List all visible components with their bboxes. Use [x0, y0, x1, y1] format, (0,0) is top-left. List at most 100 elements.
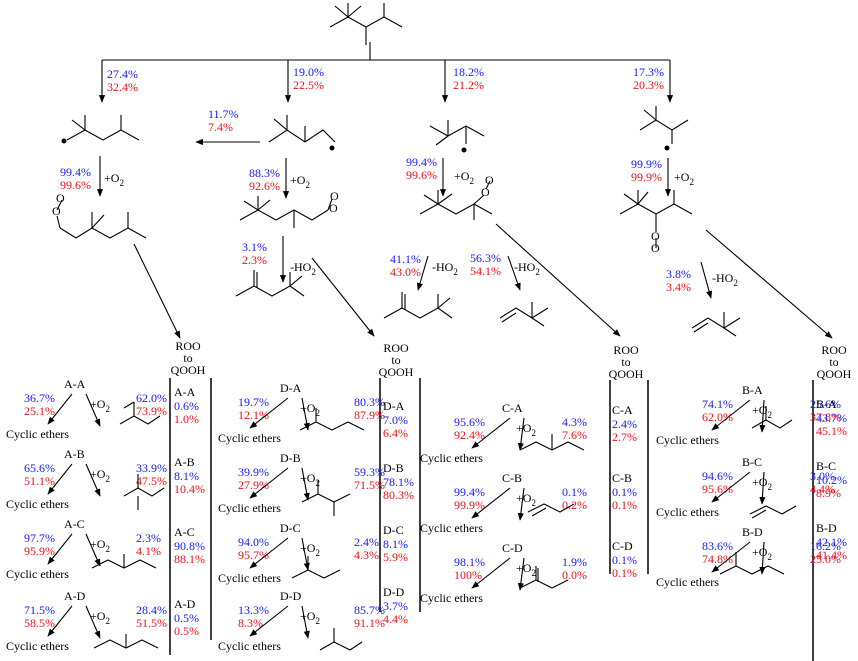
qooh-table-name: A-D — [174, 597, 196, 611]
cyclic-ether-arrow — [711, 471, 751, 503]
cyclic-ethers-label: Cyclic ethers — [420, 521, 483, 535]
cyclic-ether-branch-red: 27.9% — [238, 478, 269, 492]
qooh-table-value-blue: 8.1% — [174, 469, 199, 483]
o2-addition-label: +O2 — [752, 545, 772, 562]
cyclic-ether-arrow — [711, 399, 751, 431]
o2-addition-branch-blue: 59.3% — [354, 465, 385, 479]
svg-text:QOOH: QOOH — [609, 367, 644, 381]
qooh-table-value-red: 0.1% — [612, 566, 637, 580]
svg-text:11.7%: 11.7% — [208, 107, 239, 121]
svg-text:to: to — [621, 355, 630, 369]
qooh-table-name: D-D — [383, 585, 405, 599]
svg-text:27.4%: 27.4% — [107, 67, 138, 81]
reaction-path-name: B-A — [742, 383, 763, 397]
reaction-path-name: C-A — [502, 401, 523, 415]
svg-text:O: O — [651, 241, 660, 255]
cyclic-ether-arrow — [249, 397, 289, 429]
o2-addition-arrow — [517, 417, 525, 451]
cyclic-ether-branch-red: 95.9% — [24, 544, 55, 558]
cyclic-ether-branch-blue: 19.7% — [238, 395, 269, 409]
product-sketches — [91, 401, 797, 651]
reaction-path-name: D-D — [280, 589, 302, 603]
cyclic-ethers-label: Cyclic ethers — [6, 639, 69, 653]
cyclic-ether-arrow — [249, 537, 289, 569]
reaction-path-name: C-D — [502, 541, 523, 555]
o2-addition-label: +O2 — [90, 467, 110, 484]
svg-text:92.6%: 92.6% — [249, 179, 280, 193]
cyclic-ethers-label: Cyclic ethers — [656, 433, 719, 447]
o2-addition-label: +O2 — [300, 401, 320, 418]
svg-text:QOOH: QOOH — [817, 367, 852, 381]
qooh-table-name: D-B — [383, 461, 404, 475]
cyclic-ether-arrow — [471, 417, 511, 449]
cyclic-ether-branch-blue: 74.1% — [702, 397, 733, 411]
o2-addition-label: +O2 — [90, 609, 110, 626]
cyclic-ether-arrow — [711, 541, 751, 573]
cyclic-ether-branch-blue: 99.4% — [454, 485, 485, 499]
svg-text:O: O — [485, 173, 494, 187]
cyclic-ether-branch-blue: 83.6% — [702, 539, 733, 553]
svg-text:O: O — [330, 189, 339, 203]
cyclic-ether-branch-red: 25.1% — [24, 404, 55, 418]
peroxy-oxygens: O O O O O O O O — [52, 173, 660, 255]
qooh-table-value-blue: 0.1% — [612, 553, 637, 567]
qooh-table-value-blue: 43.7% — [816, 411, 847, 425]
cyclic-ethers-label: Cyclic ethers — [218, 431, 281, 445]
o2-addition-branch-blue: 85.7% — [354, 603, 385, 617]
o2-addition-branch-red: 87.9% — [354, 408, 385, 422]
cyclic-ether-branch-red: 99.9% — [454, 498, 485, 512]
o2-addition-label: +O2 — [752, 403, 772, 420]
cyclic-ether-branch-red: 51.1% — [24, 474, 55, 488]
reaction-path-name: A-B — [64, 447, 85, 461]
qooh-table-value-blue: 10.2% — [816, 473, 847, 487]
svg-text:99.4%: 99.4% — [60, 165, 91, 179]
cyclic-ether-branch-red: 12.1% — [238, 408, 269, 422]
o2-addition-branch-red: 4.1% — [136, 544, 161, 558]
radical-molecules — [61, 106, 689, 153]
roo-to-qooh-headers: ROO to QOOH ROO to QOOH ROO to QOOH ROO … — [171, 339, 852, 381]
svg-text:ROO: ROO — [821, 343, 847, 357]
cyclic-ethers-label: Cyclic ethers — [6, 567, 69, 581]
o2-addition-branch-blue: 3.0% — [810, 469, 835, 483]
svg-text:to: to — [183, 351, 192, 365]
cyclic-ether-arrow — [249, 467, 289, 499]
svg-text:21.2%: 21.2% — [453, 78, 484, 92]
svg-text:3.8%: 3.8% — [666, 267, 691, 281]
o2-addition-branch-red: 37.8% — [810, 410, 841, 424]
qooh-table-value-red: 1.0% — [174, 412, 199, 426]
ho2-arrows — [133, 223, 833, 339]
svg-text:-HO2: -HO2 — [712, 271, 738, 288]
cyclic-ether-branch-red: 100% — [454, 568, 482, 582]
cyclic-ether-branch-blue: 13.3% — [238, 603, 269, 617]
cyclic-ethers-label: Cyclic ethers — [656, 575, 719, 589]
o2-addition-branch-blue: 2.3% — [136, 531, 161, 545]
cyclic-ether-arrow — [47, 463, 73, 495]
o2-addition-branch-red: 73.9% — [136, 404, 167, 418]
o2-addition-label: +O2 — [300, 541, 320, 558]
cyclic-ether-branch-red: 95.7% — [238, 548, 269, 562]
peroxy-molecules — [56, 180, 693, 248]
qooh-table-value-blue: 7.0% — [383, 413, 408, 427]
reaction-path-name: D-C — [280, 521, 301, 535]
o2-addition-branch-red: 0.0% — [562, 568, 587, 582]
o2-addition-arrow — [85, 393, 101, 427]
reaction-path-name: C-B — [502, 471, 522, 485]
o2-step-labels: 99.4% 99.6% +O2 88.3% 92.6% +O2 99.4% 99… — [60, 155, 694, 193]
o2-addition-label: +O2 — [752, 475, 772, 492]
qooh-table-value-red: 10.4% — [174, 482, 205, 496]
cyclic-ethers-label: Cyclic ethers — [656, 505, 719, 519]
svg-text:19.0%: 19.0% — [293, 65, 324, 79]
o2-addition-branch-blue: 0.1% — [562, 485, 587, 499]
o2-addition-branch-blue: 25.6% — [810, 397, 841, 411]
qooh-table-value-red: 0.1% — [612, 498, 637, 512]
svg-text:7.4%: 7.4% — [208, 120, 233, 134]
o2-arrows — [96, 156, 672, 199]
reaction-path-name: D-B — [280, 451, 301, 465]
qooh-table-name: C-A — [612, 403, 633, 417]
svg-text:99.9%: 99.9% — [631, 157, 662, 171]
o2-addition-branch-blue: 28.4% — [136, 603, 167, 617]
svg-text:O: O — [651, 229, 660, 243]
cyclic-ether-arrow — [249, 605, 289, 637]
o2-addition-branch-blue: 33.9% — [136, 461, 167, 475]
qooh-table-value-red: 0.5% — [174, 624, 199, 638]
